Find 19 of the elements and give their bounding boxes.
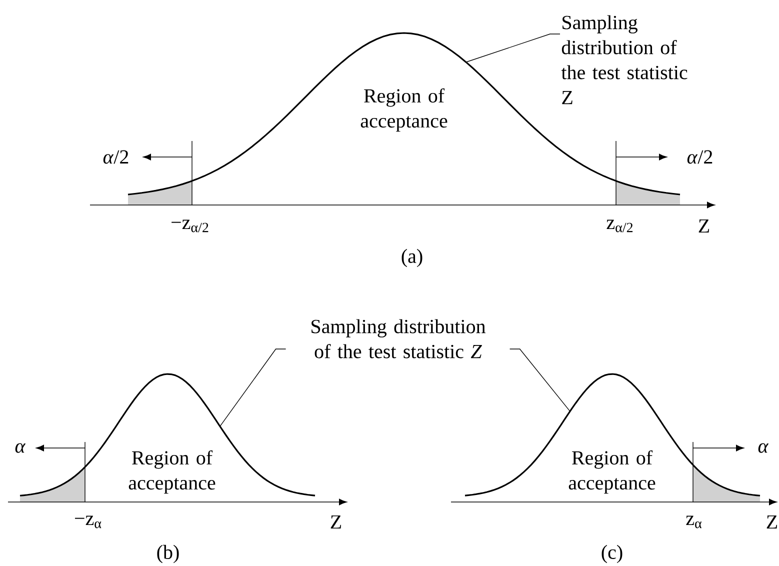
leader-line <box>220 348 286 427</box>
region-label: Region of acceptance <box>568 450 656 494</box>
tail-label: α/2 <box>103 150 128 164</box>
region-label: Region of acceptance <box>128 450 216 494</box>
axis-label: Z <box>698 219 710 233</box>
panel-label: (a) <box>402 248 422 268</box>
callout-text: Sampling distribution of the test statistic Z <box>561 15 688 104</box>
axis-label: Z <box>766 515 778 529</box>
critical-value-label: −z$_{α/2}$ <box>172 220 208 232</box>
tail-label: α <box>15 443 26 453</box>
leader-line <box>466 34 560 62</box>
callout-text: Sampling distribution of the test statistic Z <box>312 319 486 358</box>
panel-label: (c) <box>602 544 622 564</box>
tail-label: α <box>758 443 769 453</box>
region-label: Region of acceptance <box>360 88 448 132</box>
axis-label: Z <box>330 515 342 529</box>
panel-label: (b) <box>157 544 179 564</box>
critical-value-label: z$_{α/2}$ <box>606 220 633 232</box>
leader-line <box>509 348 570 412</box>
